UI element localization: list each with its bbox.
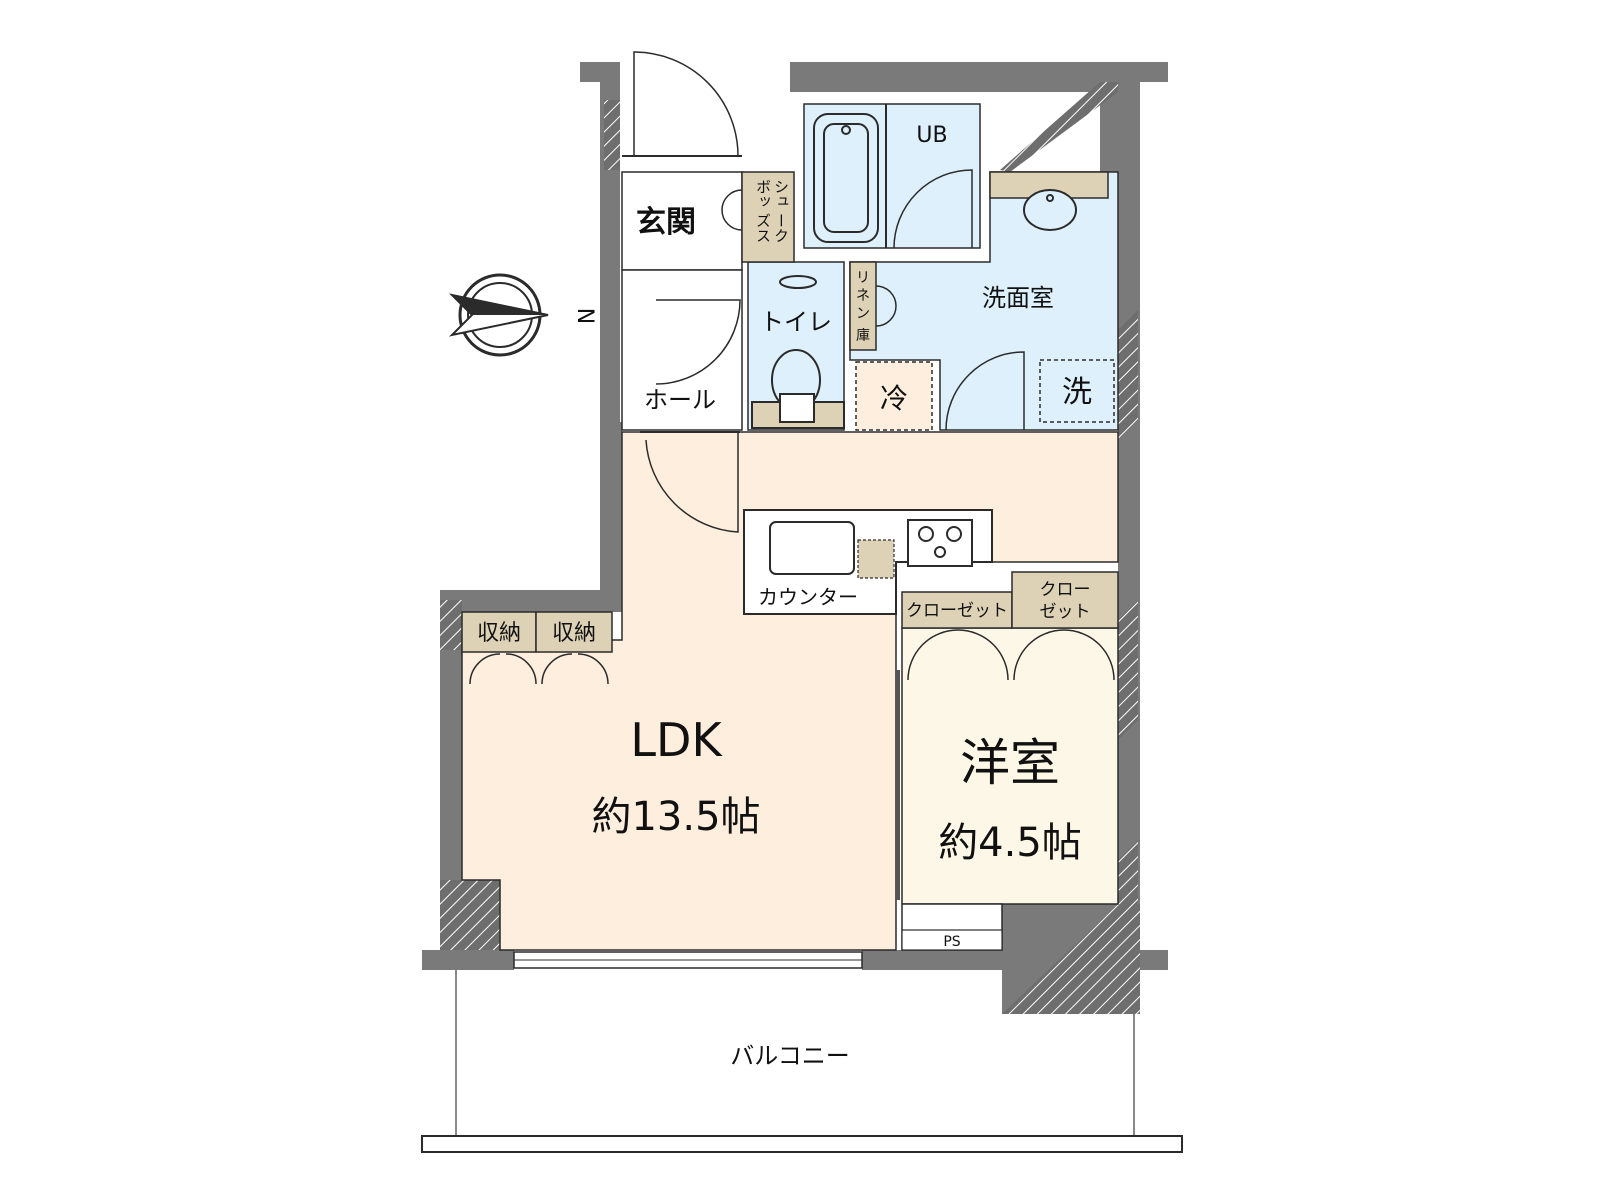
storage-2-label: 収納 [552,621,596,646]
compass-icon [448,273,549,357]
svg-text:庫: 庫 [856,327,870,344]
pipe-space [901,929,1003,951]
linen-label: リ ネ ン 庫 [856,270,870,344]
bathtub [813,113,879,243]
svg-text:ーク: ーク [772,213,790,243]
shoe-box [741,171,795,263]
svg-text:リ: リ [856,270,870,286]
closet-1-label: クローゼット [906,601,1008,621]
storage-block-2 [535,611,613,653]
entrance-area [621,171,743,271]
svg-text:ボッ: ボッ [754,179,772,209]
western-room-area [901,627,1119,905]
storage-block-1 [461,611,537,653]
balcony-label: バルコニー [730,1042,850,1070]
closet-block-2 [1011,571,1119,629]
balcony [421,970,1183,1153]
fridge-space [855,361,933,431]
compass-north-label: N [572,308,597,324]
hall-label: ホール [644,386,716,414]
western-room-name-label: 洋室 [960,734,1060,792]
ub-label: UB [916,123,947,148]
storage-1-label: 収納 [477,621,521,646]
ldk-size-label: 約13.5帖 [591,794,760,840]
linen-closet [849,261,877,351]
svg-text:ズス: ズス [754,213,772,243]
closet-2-label-line2: ゼット [1040,602,1091,622]
sink [1023,189,1077,231]
western-room-size-label: 約4.5帖 [938,820,1082,866]
genkan-label: 玄関 [636,205,696,240]
svg-text:ネ: ネ [856,288,870,304]
kitchen-sink [769,521,855,575]
ps-label: PS [943,934,960,950]
fixtures [469,51,1115,969]
ldk-name-label: LDK [630,713,723,767]
wall-hatching [440,82,1140,1014]
hall-area [621,269,743,431]
closet-2-label-line1: クロー [1040,580,1091,600]
labels: N 玄関 シュ ボッ ーク ズス UB トイレ リ ネ ン 庫 洗面室 冷 洗 … [477,123,1092,1070]
washer-label: 洗 [1062,375,1092,410]
counter-label: カウンター [758,585,858,609]
stove [907,519,973,567]
shoe-box-label: シュ ボッ ーク ズス [754,179,790,243]
svg-text:ン: ン [856,306,870,322]
washroom-label: 洗面室 [982,284,1054,312]
washer-space [1039,359,1115,423]
closet-block-1 [901,591,1013,629]
svg-text:シュ: シュ [772,179,790,209]
toilet-label: トイレ [760,308,832,336]
storage-blocks [461,171,1119,653]
fridge-label: 冷 [880,382,908,415]
